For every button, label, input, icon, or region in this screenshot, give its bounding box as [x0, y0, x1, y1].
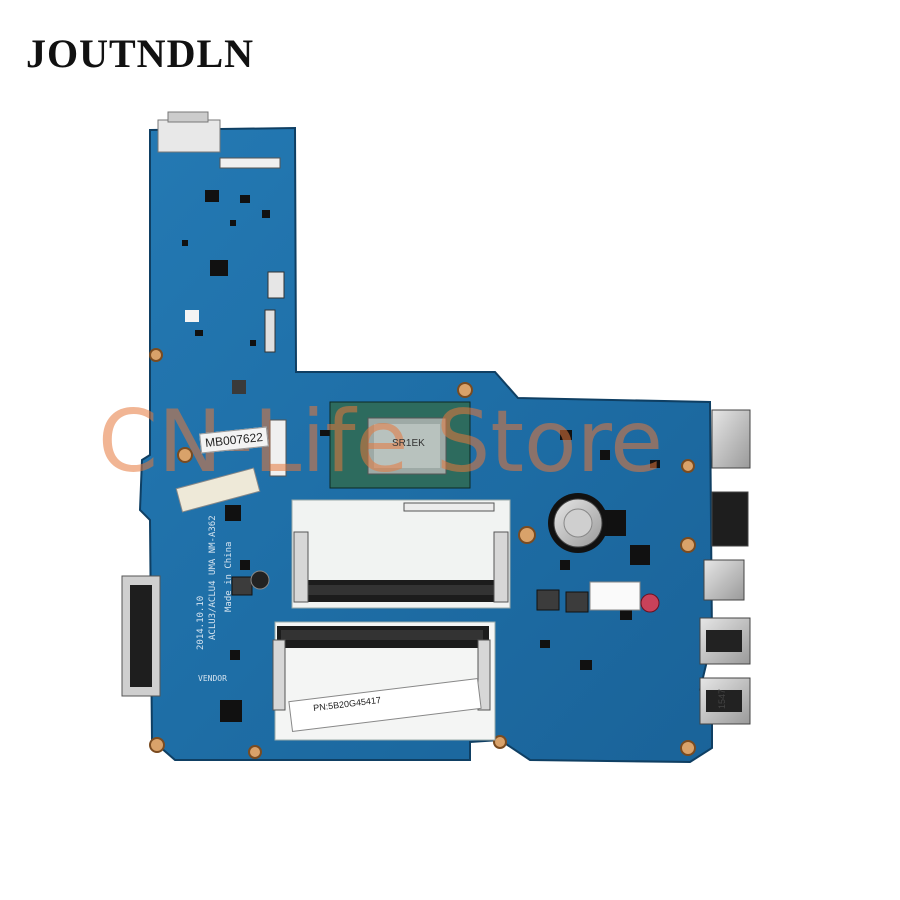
mounting-holes: [149, 348, 696, 759]
cpu-code: SR1EK: [392, 438, 425, 449]
watermark-text: CN-Life Store: [98, 392, 664, 492]
capacitors: [250, 570, 660, 613]
ram-slot-upper: [291, 499, 511, 609]
dc-connector: [157, 111, 221, 153]
model-silkscreen: ACLU3/ACLU4 UMA NM-A362: [208, 515, 218, 640]
small-sticker: [175, 467, 261, 513]
smd-components: [182, 190, 660, 722]
cpu-chip: [329, 401, 471, 489]
cmos-battery: [548, 493, 608, 553]
part-label-bg: [288, 677, 482, 733]
ribbon-connectors: [219, 157, 495, 512]
sata-connector: [121, 575, 161, 697]
usb-mark: 1547: [717, 688, 728, 710]
vendor-silkscreen: VENDOR: [198, 674, 227, 683]
side-ports: [699, 409, 751, 725]
sn-sticker: [589, 581, 641, 611]
inductors: [231, 576, 589, 613]
date-silkscreen: 2014.10.10: [196, 595, 206, 650]
origin-silkscreen: Made in China: [224, 541, 234, 612]
brand-title: JOUTNDLN: [26, 31, 255, 76]
